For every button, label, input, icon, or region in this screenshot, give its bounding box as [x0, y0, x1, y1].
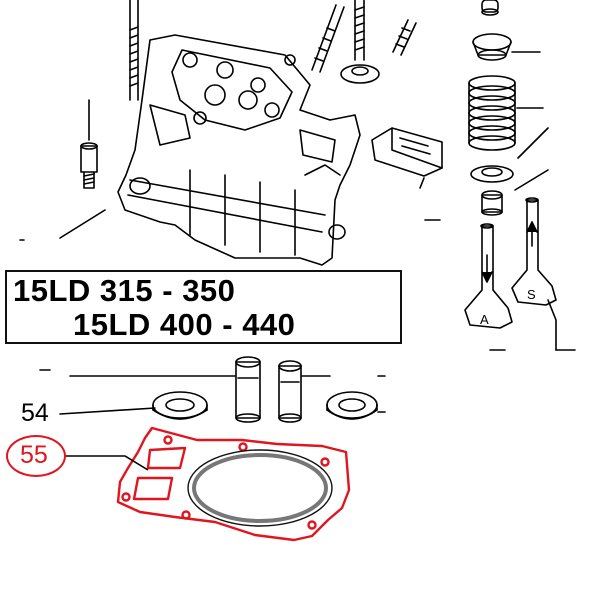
- seal-ring-left: [152, 391, 208, 420]
- seal-ring-right: [326, 391, 378, 420]
- exhaust-valve: [511, 197, 557, 306]
- model-range-box: 15LD 315 - 350 15LD 400 - 440: [5, 270, 402, 344]
- leader-lines-right: [19, 51, 576, 371]
- valve-spring: [468, 75, 516, 151]
- callout-55-ring: [6, 435, 66, 477]
- leader-lines-lower: [59, 375, 386, 415]
- valve-keepers: [481, 0, 499, 16]
- valve-guides: [235, 356, 302, 423]
- spring-seat: [470, 165, 514, 183]
- cap-screw: [80, 99, 98, 189]
- head-gasket: [116, 426, 351, 542]
- gasket-bore: [187, 449, 333, 527]
- pins: [311, 4, 417, 73]
- leader-line-55: [66, 455, 149, 471]
- callout-55: 55: [20, 441, 48, 469]
- valve-stem-seal: [481, 190, 503, 216]
- intake-valve: [464, 223, 513, 329]
- spring-retainer: [472, 33, 512, 61]
- callout-54: 54: [21, 399, 49, 427]
- rocker-pad: [371, 127, 443, 189]
- model-range-line-2: 15LD 400 - 440: [73, 307, 296, 342]
- cylinder-head: [117, 34, 361, 266]
- washer-top: [340, 64, 380, 84]
- model-range-line-1: 15LD 315 - 350: [13, 273, 236, 308]
- head-studs: [129, 0, 365, 101]
